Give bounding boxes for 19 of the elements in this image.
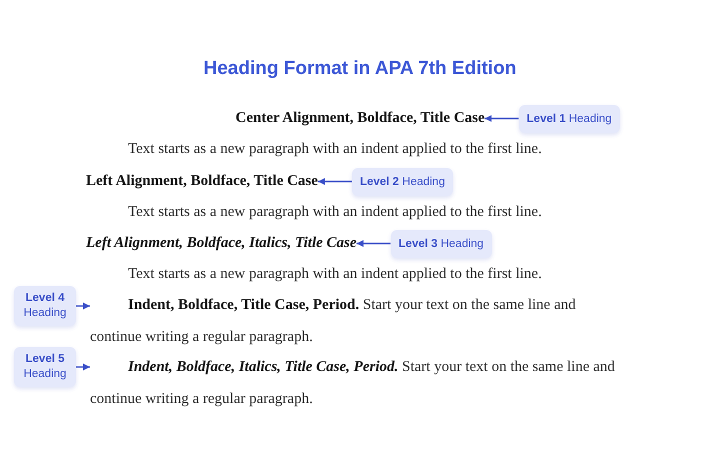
heading-text: Center Alignment, Boldface, Title Case: [236, 109, 485, 128]
heading-text: Left Alignment, Boldface, Italics, Title Case: [86, 234, 357, 253]
arrow: [318, 178, 352, 185]
body-text: Text starts as a new paragraph with an indent applied to the first line.: [128, 265, 542, 284]
heading-level-tag: Level 1 Heading: [518, 104, 620, 132]
heading-level-tag: Level 4 Heading: [14, 286, 76, 326]
body-text: Text starts as a new paragraph with an indent applied to the first line.: [128, 203, 542, 222]
arrow: [76, 364, 90, 370]
heading-level-tag: Level 3 Heading: [390, 230, 492, 258]
arrow: [356, 240, 391, 247]
heading-text: Left Alignment, Boldface, Title Case: [86, 172, 318, 191]
arrow: [484, 115, 519, 122]
run-in-heading-paragraph: Indent, Boldface, Italics, Title Case, Period. Start your text on the same line and continue writing a regular paragraph.: [90, 351, 645, 415]
diagram-title: Heading Format in APA 7th Edition: [204, 57, 516, 80]
arrow: [76, 302, 90, 310]
heading-level-tag: Level 2 Heading: [352, 168, 453, 196]
body-text: Text starts as a new paragraph with an indent applied to the first line.: [128, 140, 542, 159]
heading-level-tag: Level 5 Heading: [14, 347, 76, 387]
run-in-heading-paragraph: Indent, Boldface, Title Case, Period. Start your text on the same line and continue writing a regular paragraph.: [90, 289, 620, 353]
